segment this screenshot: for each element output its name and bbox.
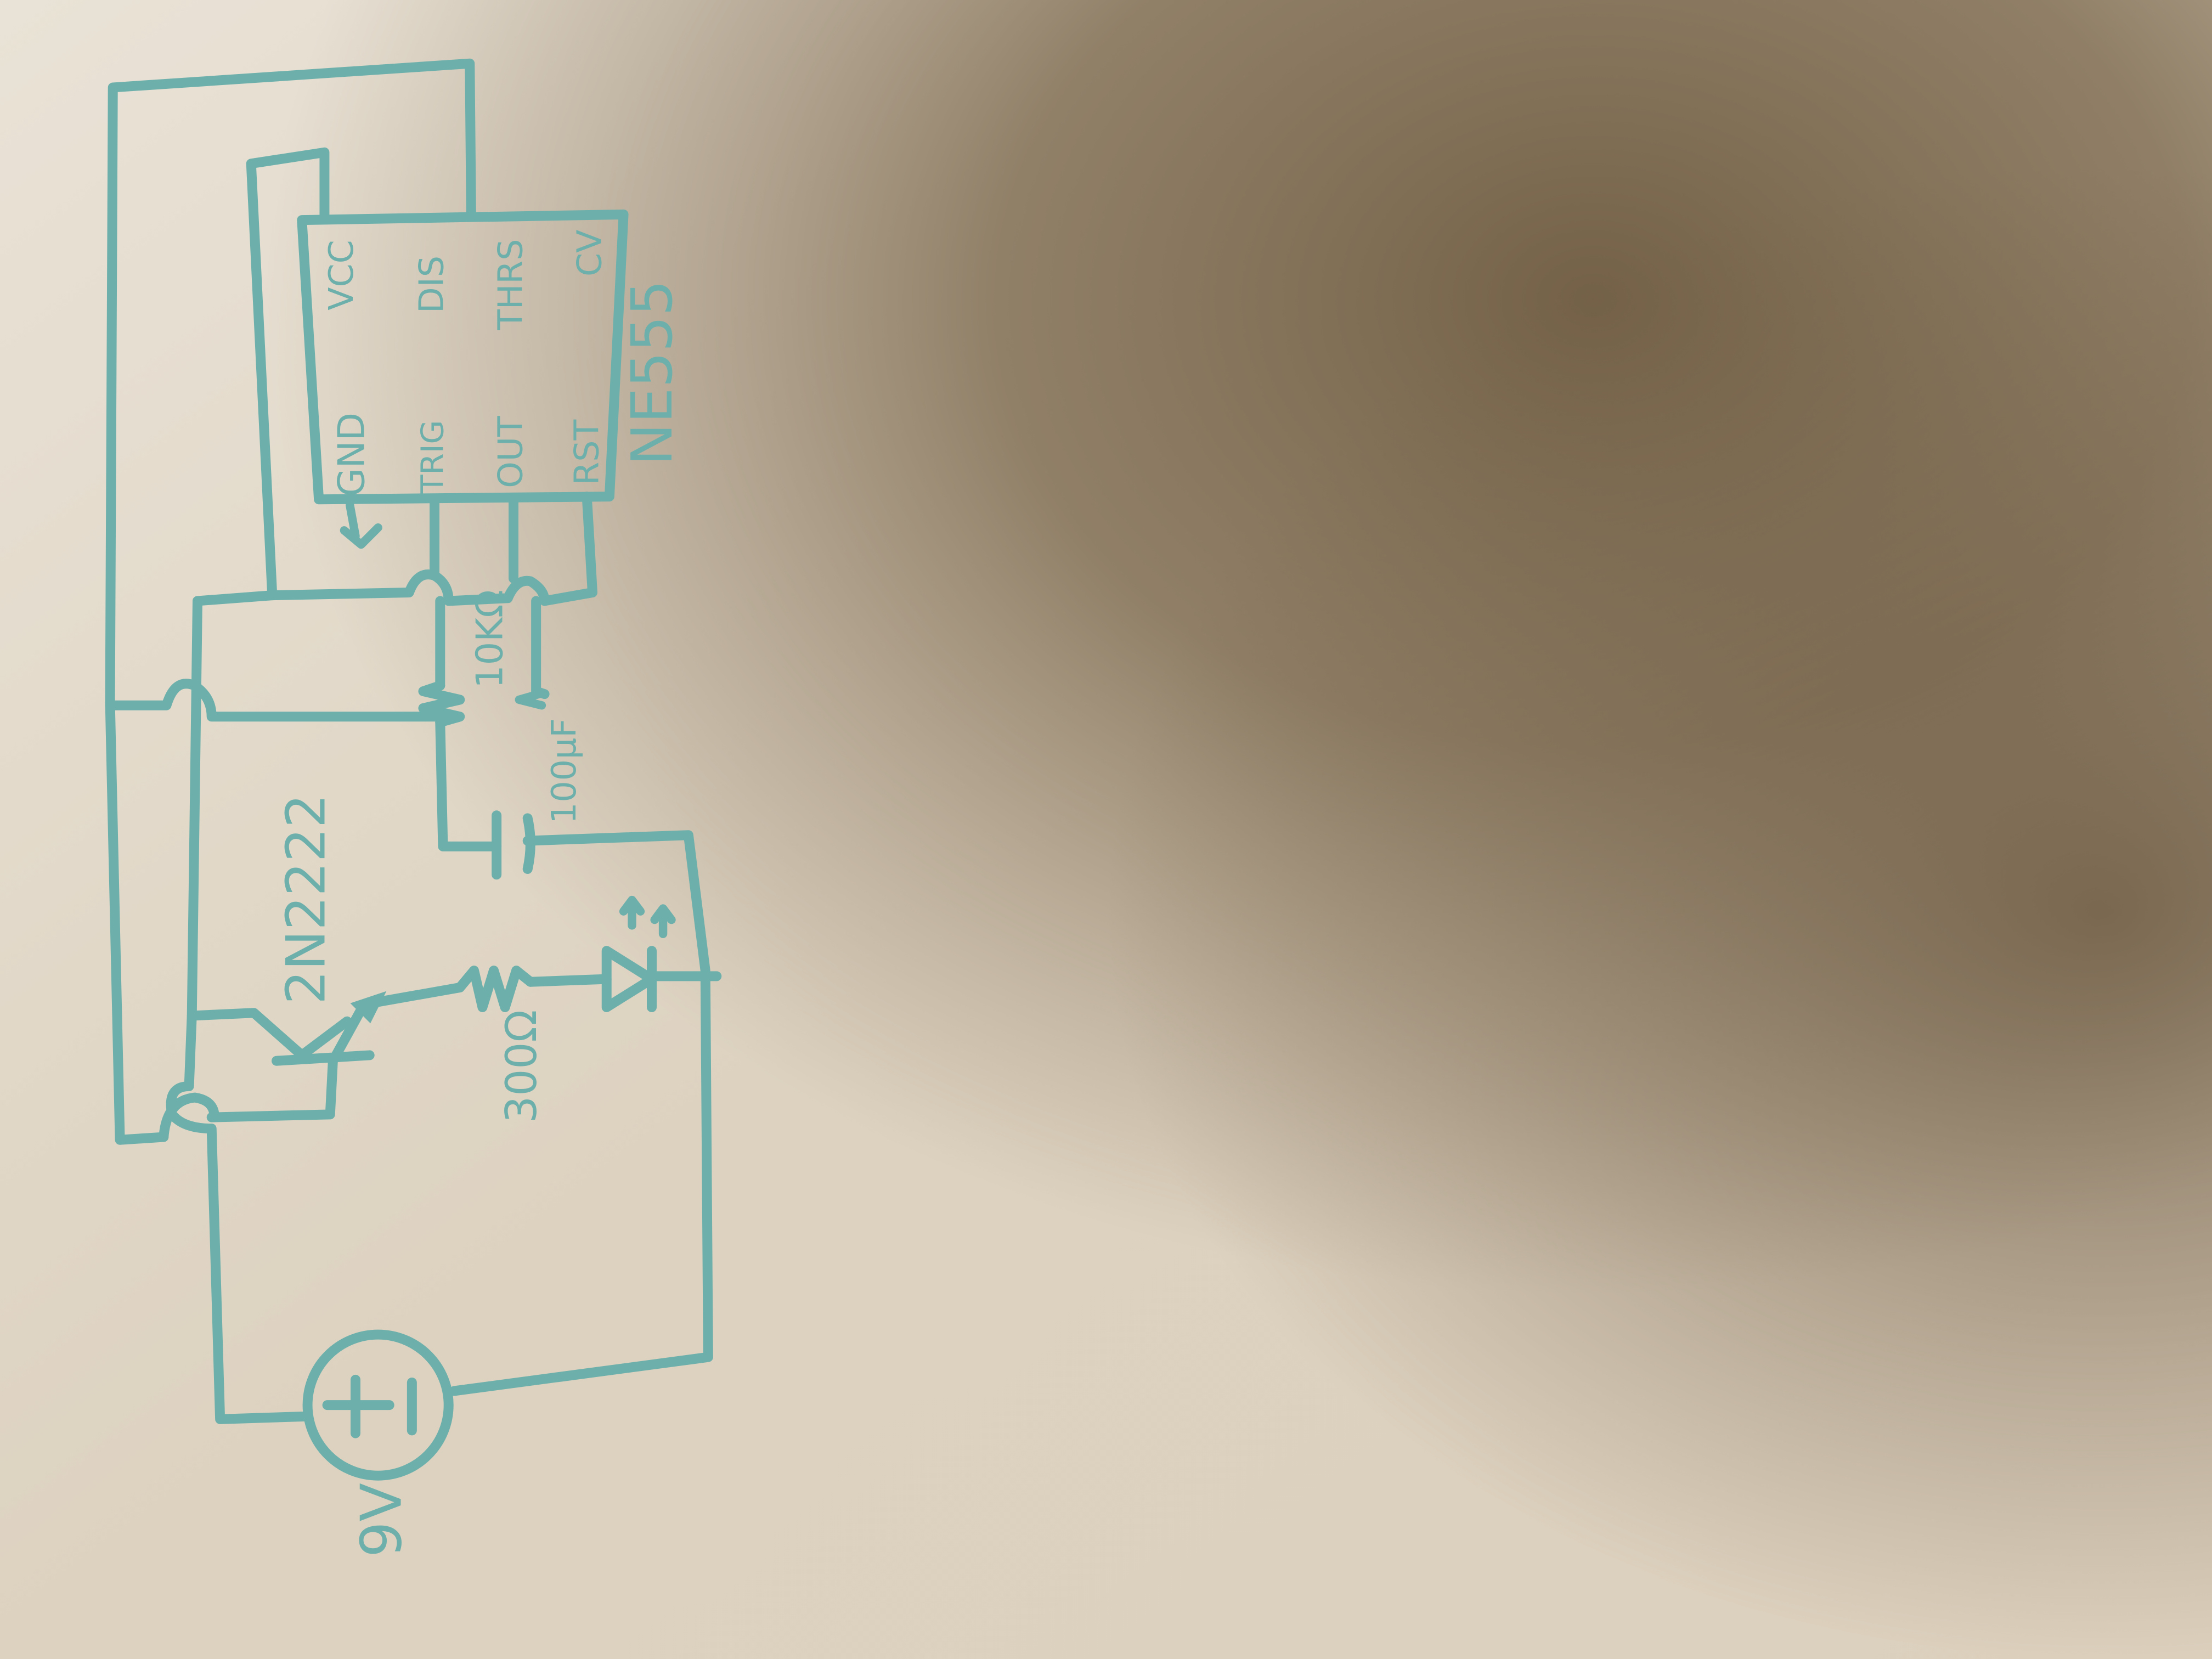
wires [105,58,722,1424]
pin-dis: DIS [411,256,451,313]
wire-cap-left [435,717,502,851]
battery-label: 9V [349,1483,414,1558]
ne555-chip: GND TRIG OUT RST VCC DIS THRS CV NE555 [297,209,685,505]
resistor-300-zigzag [455,966,535,1013]
led [601,895,676,1013]
wire-led-in [525,974,612,987]
resistor-300-label: 300Ω [497,1010,546,1123]
wire-rail-to-chip [267,492,597,606]
pin-rst: RST [567,420,606,486]
battery-plus [322,1374,394,1438]
wire-base [206,1056,338,1122]
resistor-300: 300Ω [455,966,546,1123]
wire-gnd-arrow [340,500,382,549]
pin-cv: CV [569,230,609,276]
pin-thrs: THRS [490,239,530,331]
wire-vcc-loop [193,147,330,606]
resistor-10k-right-zigzag [515,690,546,710]
pin-gnd: GND [330,413,373,496]
chip-part-label: NE555 [620,280,685,465]
pin-out: OUT [490,416,530,488]
led-icon [601,946,657,1013]
wire-collector [187,1008,307,1060]
wire-cap-right [449,830,713,1396]
wire-outer-left [105,697,169,1145]
transistor-2n2222: 2N2222 [272,794,387,1066]
resistor-10k-label: 10KΩ [468,590,511,689]
battery-icon [302,1329,454,1481]
npn-transistor-icon [272,999,375,1066]
led-light-arrows [619,895,676,939]
capacitor-100uf: 100µF [492,718,584,880]
pin-vcc: VCC [321,240,361,310]
pin-trig: TRIG [414,420,450,494]
resistor-10k: 10KΩ [418,590,546,727]
chip-body [297,209,629,505]
transistor-arrow [350,991,387,1024]
battery-9v: 9V [302,1329,454,1558]
capacitor-icon [492,810,535,880]
capacitor-label: 100µF [544,718,584,824]
resistor-icon [418,680,465,727]
wire-outer-top [105,58,476,708]
transistor-label: 2N2222 [275,794,337,1005]
wire-hop-lower [159,1092,219,1142]
